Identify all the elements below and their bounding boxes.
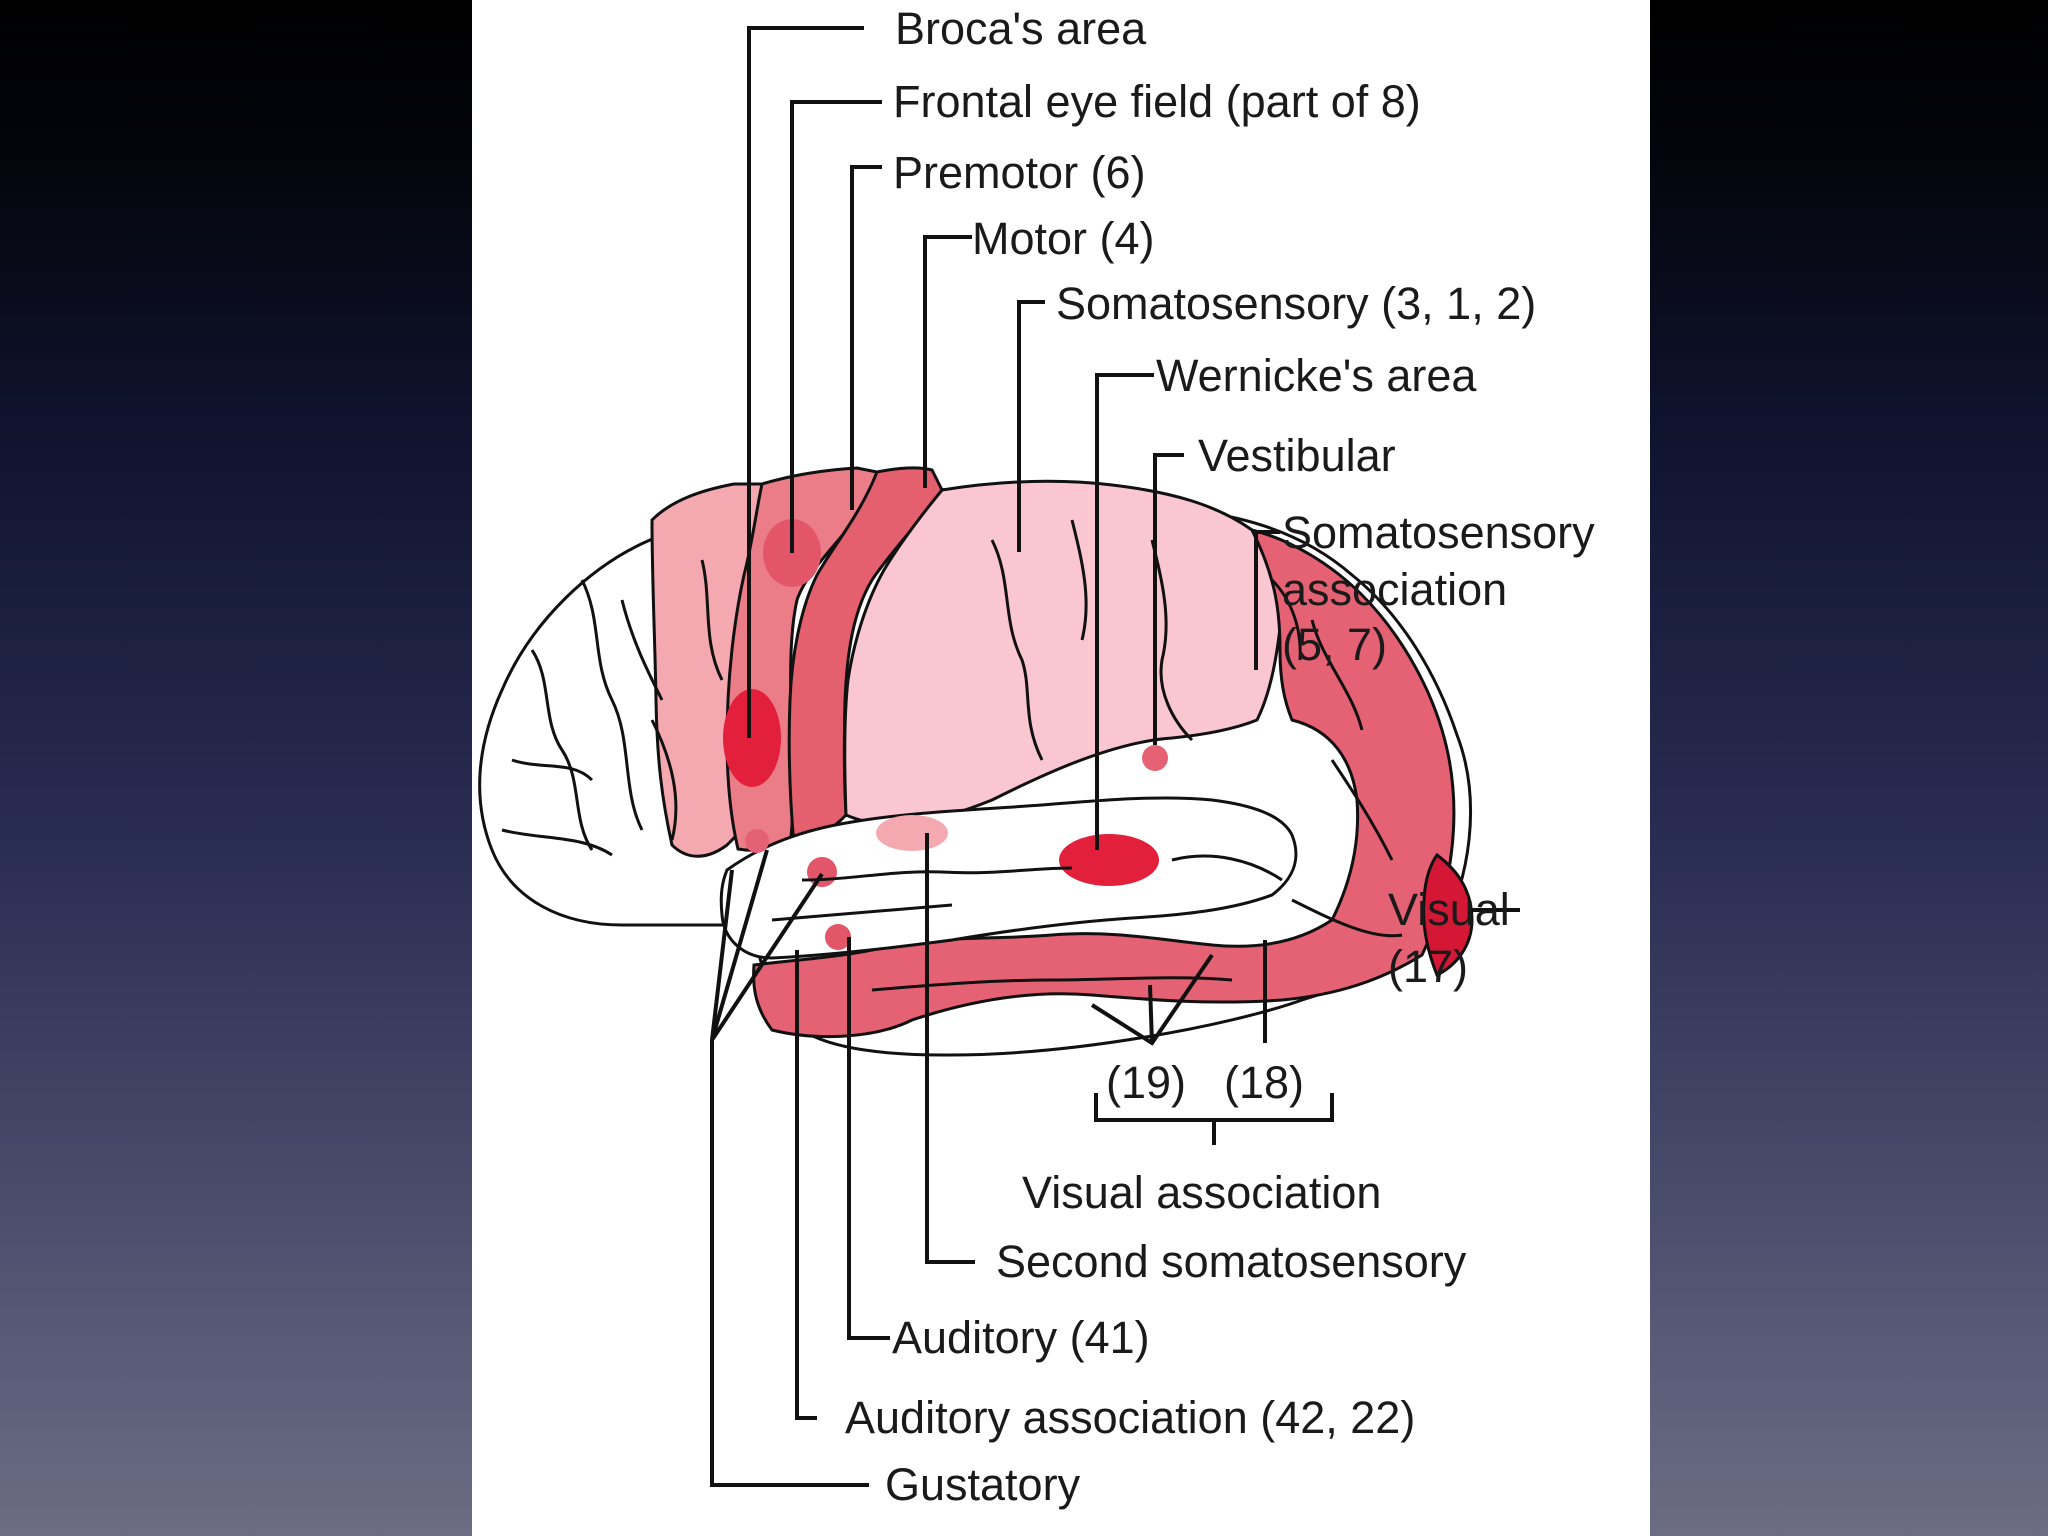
label-somatosensory-association-2: association (1282, 564, 1507, 615)
label-motor: Motor (4) (972, 213, 1155, 264)
auditory-leader (847, 937, 890, 1340)
label-somatosensory-association-3: (5, 7) (1282, 619, 1387, 670)
label-area-18: (18) (1224, 1057, 1304, 1108)
auditory-spot (825, 924, 851, 950)
label-broca: Broca's area (895, 3, 1147, 54)
visual-cortex-region (1422, 852, 1474, 978)
label-gustatory: Gustatory (885, 1459, 1081, 1510)
label-visual-1: Visual (1388, 884, 1510, 935)
frontal-eye-field-leader (790, 100, 882, 553)
auditory-association-spot (807, 857, 837, 887)
label-somatosensory-association-1: Somatosensory (1282, 507, 1595, 558)
brain-diagram: Broca's area Frontal eye field (part of … (478, 3, 1595, 1510)
label-wernicke: Wernicke's area (1156, 350, 1477, 401)
gustatory-spot (745, 829, 769, 853)
second-somatosensory-leader (925, 833, 975, 1264)
temporal-lobe-region (719, 796, 1298, 960)
label-visual-2: (17) (1388, 941, 1468, 992)
vestibular-leader (1153, 453, 1184, 745)
broca-area-spot (723, 689, 781, 787)
somatosensory-association-leader (1254, 530, 1280, 670)
gustatory-leader-branch-c (710, 869, 734, 1041)
gustatory-leader (710, 1040, 869, 1487)
leader-lines (710, 26, 1520, 1487)
label-auditory: Auditory (41) (892, 1312, 1150, 1363)
somatosensory-leader (1017, 300, 1045, 552)
motor-leader (923, 235, 972, 488)
vestibular-spot (1142, 745, 1168, 771)
slide-image-frame: Broca's area Frontal eye field (part of … (472, 0, 1650, 1536)
auditory-association-leader (795, 950, 817, 1420)
broca-leader (747, 26, 864, 738)
premotor-leader (850, 165, 882, 510)
label-auditory-association: Auditory association (42, 22) (845, 1392, 1415, 1443)
somatosensory-region (843, 479, 1284, 826)
label-frontal-eye-field: Frontal eye field (part of 8) (893, 76, 1421, 127)
wernicke-area-spot (1059, 834, 1159, 886)
label-vestibular: Vestibular (1198, 430, 1396, 481)
label-second-somatosensory: Second somatosensory (996, 1236, 1467, 1287)
somatosensory-association-region (752, 527, 1456, 1039)
labels: Broca's area Frontal eye field (part of … (845, 3, 1595, 1510)
area-19-leader-b (1148, 984, 1154, 1044)
second-somatosensory-spot (876, 815, 948, 851)
label-area-19: (19) (1106, 1057, 1186, 1108)
label-premotor: Premotor (6) (893, 147, 1146, 198)
wernicke-leader (1095, 373, 1154, 850)
label-somatosensory: Somatosensory (3, 1, 2) (1056, 278, 1536, 329)
label-visual-association: Visual association (1022, 1167, 1381, 1218)
